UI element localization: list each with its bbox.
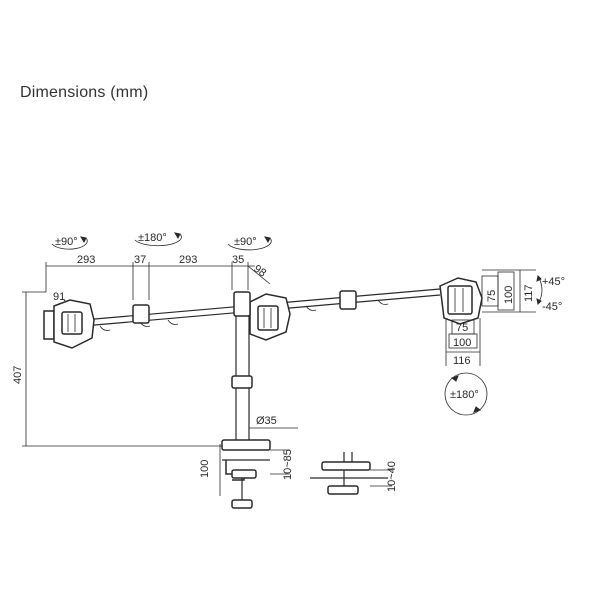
vesa-100-horizontal-label: 100 (453, 337, 471, 349)
rotation-indicator-left-monitor: ±90° (51, 236, 88, 250)
rotation-indicator-right-monitor: ±180° (444, 372, 488, 416)
clamp-range-label: 10~85 (282, 449, 294, 480)
vesa-75-vertical-label: 75 (486, 290, 498, 302)
right-monitor-vesa-plate: 75 100 117 +45° -45° 75 100 116 (439, 269, 565, 367)
desk-clamp: 100 10~85 (199, 439, 294, 509)
left-monitor-rotation-label: ±90° (55, 236, 78, 248)
tilt-up-label: +45° (542, 276, 565, 288)
plate-height-label: 117 (523, 284, 535, 302)
plate-width-label: 116 (453, 355, 471, 367)
pole-diameter-label: Ø35 (256, 415, 277, 427)
total-height-dimension: 407 (12, 291, 225, 447)
grommet-range-label: 10~40 (386, 461, 398, 492)
arm-left-length-label: 293 (77, 254, 95, 266)
center-offset-label: 35 (232, 254, 244, 266)
rotation-indicator-arm-swivel: ±180° (134, 232, 182, 247)
center-angle-label: 98 (251, 263, 268, 280)
left-angle-label: 91 (53, 291, 65, 303)
arm-swivel-rotation-label: ±180° (138, 232, 167, 244)
rotation-indicator-center-monitor: ±90° (227, 236, 272, 251)
top-dimension-line: 293 37 293 35 98 (45, 254, 271, 300)
arm-joint-length-label: 37 (134, 254, 146, 266)
page-title: Dimensions (mm) (20, 84, 149, 101)
center-monitor-rotation-label: ±90° (234, 236, 257, 248)
arm-right-length-label: 293 (179, 254, 197, 266)
right-monitor-rotation-label: ±180° (450, 389, 479, 401)
clamp-height-label: 100 (199, 460, 211, 478)
vesa-75-horizontal-label: 75 (456, 322, 468, 334)
vesa-100-vertical-label: 100 (503, 286, 515, 304)
center-monitor-vesa-plate (249, 293, 291, 341)
tilt-down-label: -45° (542, 301, 562, 313)
left-monitor-vesa-plate: 91 (43, 291, 95, 349)
grommet-mount: 10~40 (310, 452, 398, 495)
total-height-label: 407 (12, 366, 24, 384)
pole: Ø35 (231, 291, 298, 440)
